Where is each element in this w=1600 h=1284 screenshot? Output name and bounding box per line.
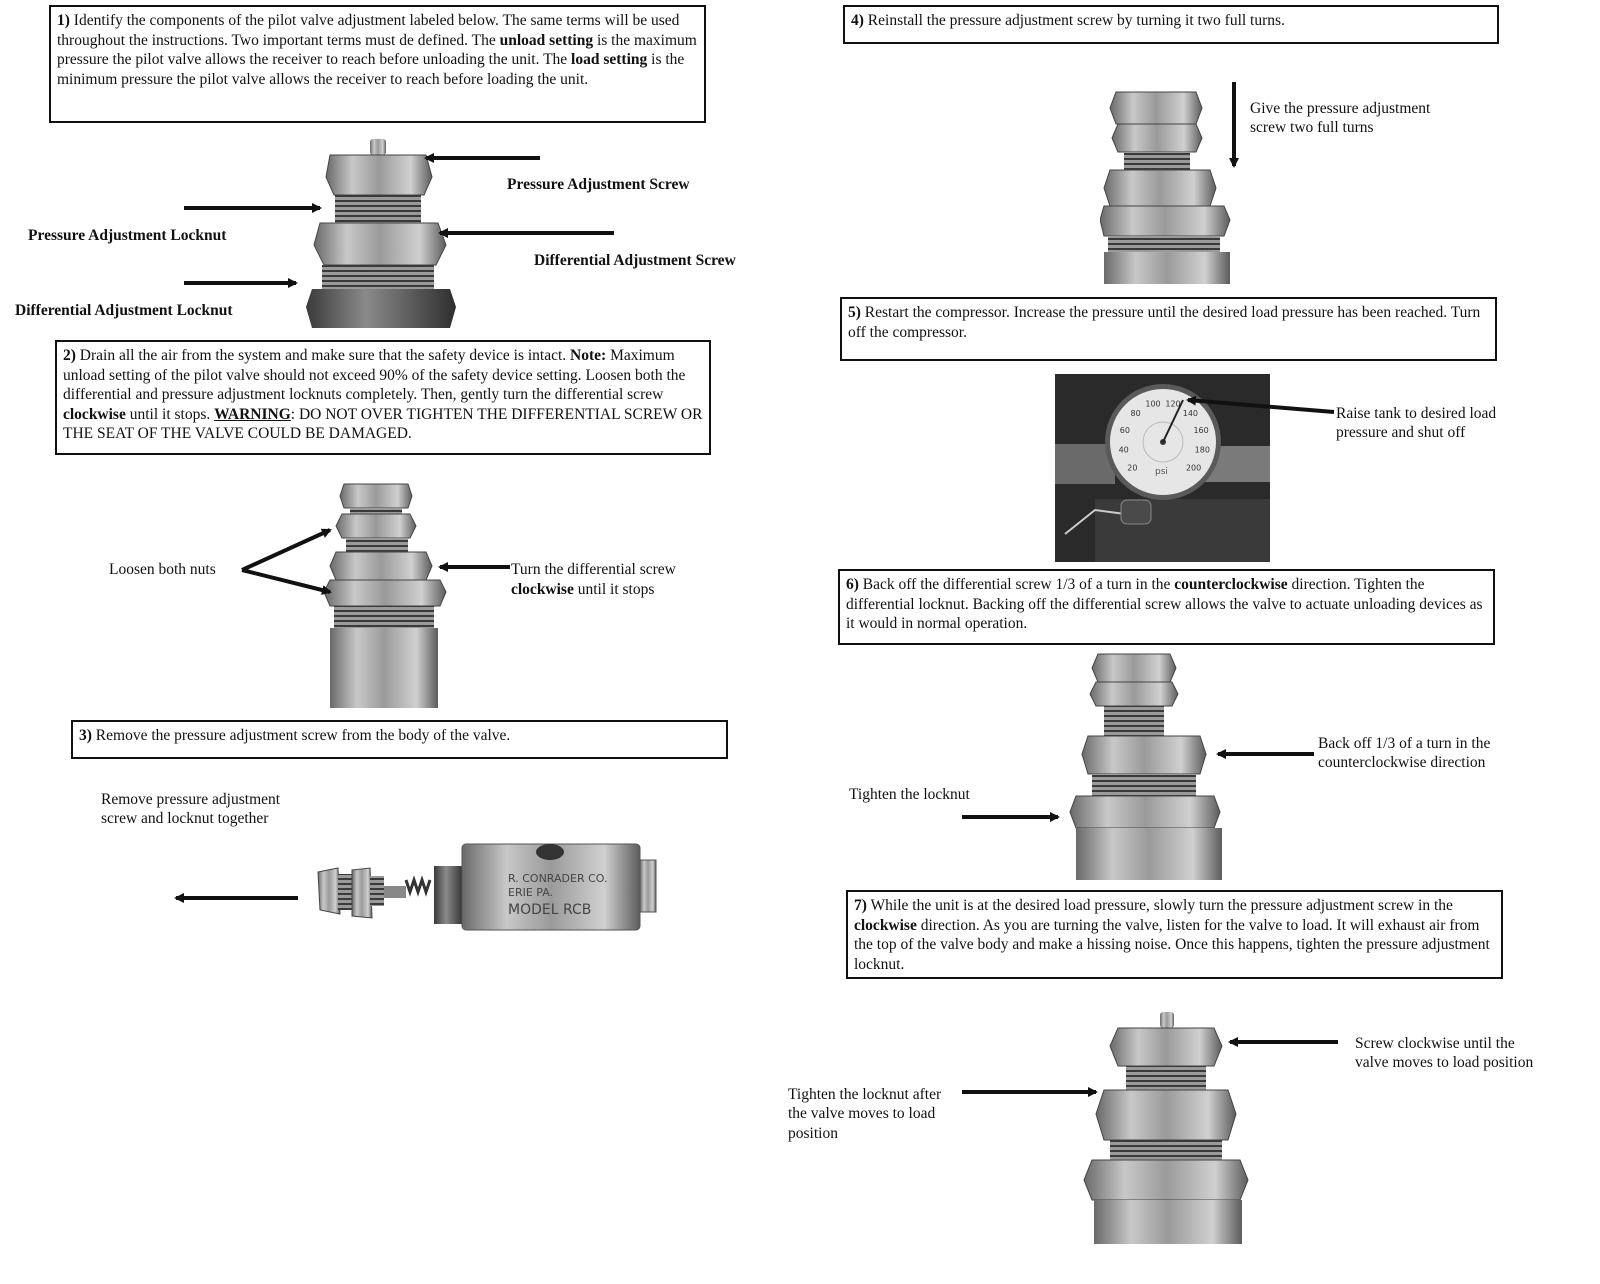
step2-valve-photo [322, 480, 452, 708]
step6-valve-photo [1068, 650, 1226, 880]
gauge-tick-label: 80 [1131, 409, 1141, 418]
step5-number: 5) [848, 304, 861, 321]
label-two-turns-line1: Give the pressure adjustment [1250, 100, 1431, 117]
gauge-tick-label: 20 [1127, 464, 1137, 473]
gauge-tick-label: 100 [1145, 399, 1160, 408]
step1-text-b: is the maximum pressure the pilot valve … [57, 31, 697, 69]
step2-warning: WARNING [214, 405, 291, 423]
label-tighten-after-line1: Tighten the locknut after [788, 1086, 942, 1103]
gauge-tick-label: 60 [1120, 426, 1130, 435]
arrow-raise-tank [1186, 395, 1335, 414]
label-raise-tank-line2: pressure and shut off [1336, 424, 1466, 441]
label-tighten-after-line3: position [788, 1125, 838, 1142]
arrow-two-turns [1229, 82, 1239, 168]
label-differential-adjustment-screw: Differential Adjustment Screw [534, 252, 736, 269]
gauge-tick-label: 180 [1195, 446, 1210, 455]
label-turn-differential-line1: Turn the differential screw [511, 561, 676, 578]
label-remove-line1: Remove pressure adjustment [101, 791, 281, 808]
step3-disassembled-valve-photo: R. CONRADER CO. ERIE PA. MODEL RCB [312, 838, 660, 938]
label-turn-differential-line2: clockwise until it stops [511, 580, 654, 600]
label-tighten-locknut: Tighten the locknut [849, 786, 970, 803]
step4-number: 4) [851, 12, 864, 29]
arrow-tighten-after [962, 1087, 1098, 1097]
valve-stamp-city: ERIE PA. [508, 886, 553, 899]
label-tighten-after-line2: the valve moves to load [788, 1105, 936, 1122]
step1-term-load: load setting [571, 51, 648, 69]
arrow-differential-screw [438, 228, 614, 238]
step6-box: 6) Back off the differential screw 1/3 o… [838, 569, 1495, 645]
label-remove-line2: screw and locknut together [101, 810, 269, 827]
arrow-turn-differential [438, 562, 510, 572]
label-raise-tank-line1: Raise tank to desired load [1336, 405, 1497, 422]
arrow-pressure-screw [424, 153, 540, 163]
step7-valve-photo [1082, 1010, 1252, 1244]
label-pressure-adjustment-screw: Pressure Adjustment Screw [507, 176, 690, 193]
step7-box: 7) While the unit is at the desired load… [846, 890, 1503, 979]
step4-text: Reinstall the pressure adjustment screw … [867, 12, 1285, 29]
arrow-remove [174, 893, 298, 903]
label-screw-clockwise-line1: Screw clockwise until the [1355, 1035, 1515, 1052]
gauge-tick-label: 40 [1119, 446, 1129, 455]
arrow-differential-locknut [184, 278, 298, 288]
step6-number: 6) [846, 576, 859, 593]
step7-clockwise: clockwise [854, 916, 917, 934]
label-two-turns-line2: screw two full turns [1250, 119, 1374, 136]
step6-text-a: Back off the differential screw 1/3 of a… [862, 576, 1175, 593]
step7-text-a: While the unit is at the desired load pr… [870, 897, 1453, 914]
gauge-tick-label: 160 [1193, 426, 1208, 435]
arrow-pressure-locknut [184, 203, 322, 213]
gauge-tick-label: 140 [1183, 409, 1198, 418]
label-screw-clockwise-line2: valve moves to load position [1355, 1054, 1534, 1071]
step6-counterclockwise: counterclockwise [1174, 576, 1288, 593]
step7-text-b: direction. As you are turning the valve,… [854, 916, 1490, 973]
step2-box: 2) Drain all the air from the system and… [55, 340, 711, 455]
step5-text: Restart the compressor. Increase the pre… [848, 304, 1481, 341]
step5-box: 5) Restart the compressor. Increase the … [840, 297, 1497, 361]
label-turn-until-stops: until it stops [573, 581, 655, 598]
step1-box: 1) Identify the components of the pilot … [49, 5, 706, 123]
arrow-tighten-locknut [962, 812, 1060, 822]
gauge-unit: psi [1155, 467, 1168, 477]
step4-box: 4) Reinstall the pressure adjustment scr… [843, 5, 1499, 44]
arrow-back-off [1216, 749, 1314, 759]
step3-box: 3) Remove the pressure adjustment screw … [71, 720, 728, 759]
gauge-tick-label: 200 [1186, 464, 1201, 473]
label-differential-adjustment-locknut: Differential Adjustment Locknut [15, 302, 233, 319]
label-back-off-line1: Back off 1/3 of a turn in the [1318, 735, 1491, 752]
label-pressure-adjustment-locknut: Pressure Adjustment Locknut [28, 227, 227, 244]
step2-text-b: Maximum unload setting of the pilot valv… [63, 347, 686, 404]
step7-number: 7) [854, 897, 867, 914]
step2-clockwise: clockwise [63, 405, 126, 423]
step2-text-a: Drain all the air from the system and ma… [79, 347, 571, 364]
label-loosen-both-nuts: Loosen both nuts [109, 561, 216, 578]
arrows-loosen-nuts [241, 528, 332, 595]
label-turn-clockwise: clockwise [511, 581, 574, 598]
step2-note: Note: [570, 347, 607, 364]
step2-number: 2) [63, 347, 76, 364]
label-back-off-line2: counterclockwise direction [1318, 754, 1486, 771]
step1-text-c: is the minimum pressure the pilot valve … [57, 51, 685, 88]
arrow-screw-clockwise [1228, 1037, 1338, 1047]
step1-valve-photo [300, 135, 460, 328]
step1-term-unload: unload setting [499, 31, 594, 49]
step4-valve-photo [1100, 88, 1234, 284]
gauge-tick-label: 120 [1165, 399, 1180, 408]
step1-text-a: Identify the components of the pilot val… [57, 12, 680, 49]
step2-text-d: : DO NOT OVER TIGHTEN THE DIFFERENTIAL S… [63, 405, 703, 443]
step1-number: 1) [57, 12, 70, 29]
step3-number: 3) [79, 727, 92, 744]
step6-text-b: direction. Tighten the differential lock… [846, 576, 1483, 633]
step2-text-c: until it stops. [125, 405, 215, 423]
step3-text: Remove the pressure adjustment screw fro… [95, 727, 511, 744]
valve-stamp-maker: R. CONRADER CO. [508, 872, 607, 885]
valve-stamp-model: MODEL RCB [508, 902, 591, 918]
